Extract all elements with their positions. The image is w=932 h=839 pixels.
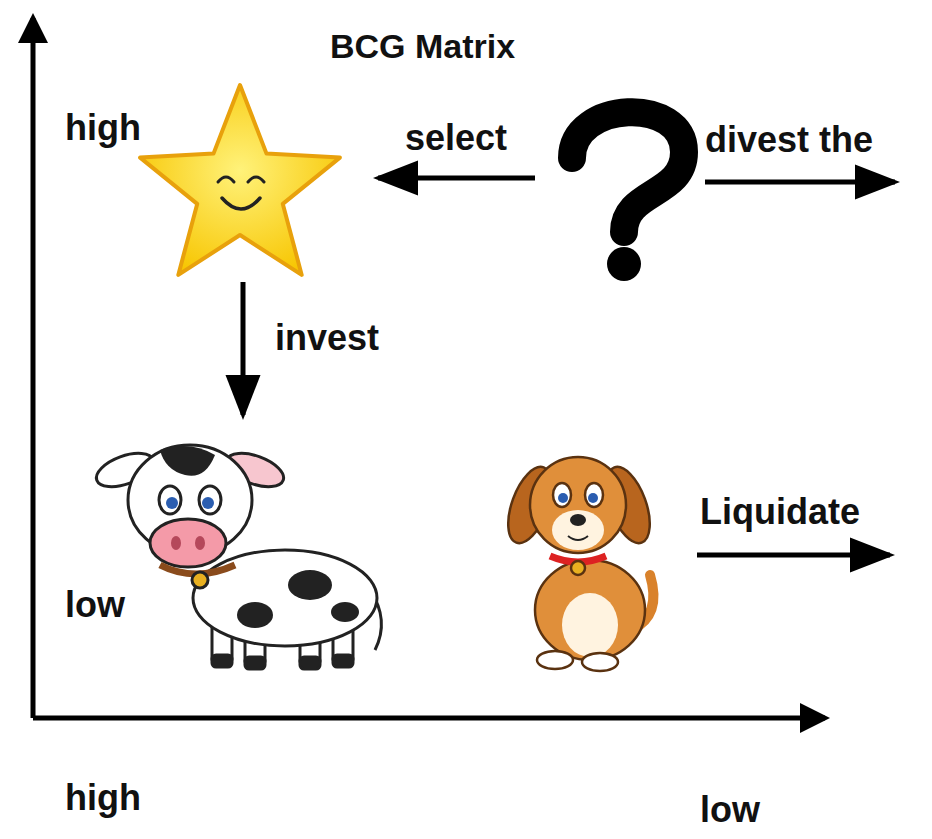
axis-level-label: low [65,583,125,626]
axis-level-label: low [700,788,760,831]
action-label: select [405,116,507,159]
select-arrow [378,176,535,181]
vertical-axis [31,18,36,718]
horizontal-axis [33,716,825,721]
dog-icon [499,457,658,671]
liquidate-arrow [697,553,890,558]
axis-level-label: high [65,106,141,149]
chart-title: BCG Matrix [330,26,515,67]
action-label: Liquidate [700,490,860,533]
divest-arrow [705,180,895,185]
axis-level-label: high [65,776,141,819]
cow-icon [92,445,381,669]
question-mark-icon [572,112,684,281]
invest-arrow [241,282,246,415]
action-label: invest [275,316,379,359]
star-icon [140,85,340,275]
action-label: divest the [705,118,873,161]
